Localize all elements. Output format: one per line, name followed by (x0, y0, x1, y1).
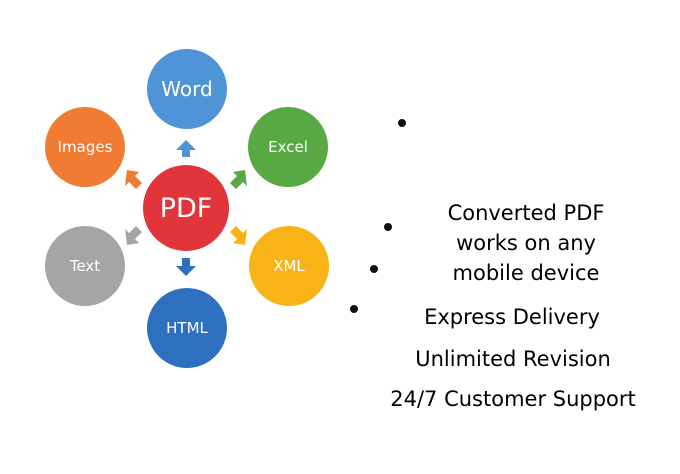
arrow-to-html (176, 258, 196, 276)
pdf-node: PDF (143, 165, 229, 251)
feature-text: Express Delivery (424, 305, 600, 329)
arrow-to-excel (230, 170, 247, 189)
bullet-dot (398, 119, 406, 127)
excel-node-label: Excel (268, 137, 308, 156)
text-node: Text (45, 226, 125, 306)
diagram-arrows (125, 140, 247, 276)
arrow-to-images (125, 170, 142, 189)
conversion-diagram: PDF Word Excel XML HTML Text Images (45, 49, 329, 368)
xml-node-label: XML (273, 256, 305, 275)
feature-item: 24/7 Customer Support (348, 294, 658, 474)
images-node-label: Images (57, 137, 113, 156)
html-node-label: HTML (166, 318, 208, 337)
feature-text: 24/7 Customer Support (390, 387, 636, 411)
bullet-dot (384, 223, 392, 231)
pdf-node-label: PDF (159, 192, 213, 224)
arrow-to-word (176, 140, 196, 157)
bullet-dot (370, 265, 378, 273)
html-node: HTML (147, 288, 227, 368)
text-node-label: Text (69, 256, 101, 275)
word-node: Word (147, 49, 227, 129)
feature-text: Unlimited Revision (415, 347, 611, 371)
arrow-to-xml (230, 226, 247, 245)
arrow-to-text (125, 226, 142, 245)
feature-item: Unlimited Revision (368, 254, 638, 434)
images-node: Images (45, 107, 125, 187)
feature-item: Converted PDF works on any mobile device (396, 108, 636, 348)
excel-node: Excel (248, 107, 328, 187)
bullet-dot (350, 305, 358, 313)
xml-node: XML (249, 226, 329, 306)
feature-text: Converted PDF works on any mobile device (447, 201, 605, 285)
word-node-label: Word (161, 77, 213, 101)
feature-item: Express Delivery (382, 212, 622, 392)
